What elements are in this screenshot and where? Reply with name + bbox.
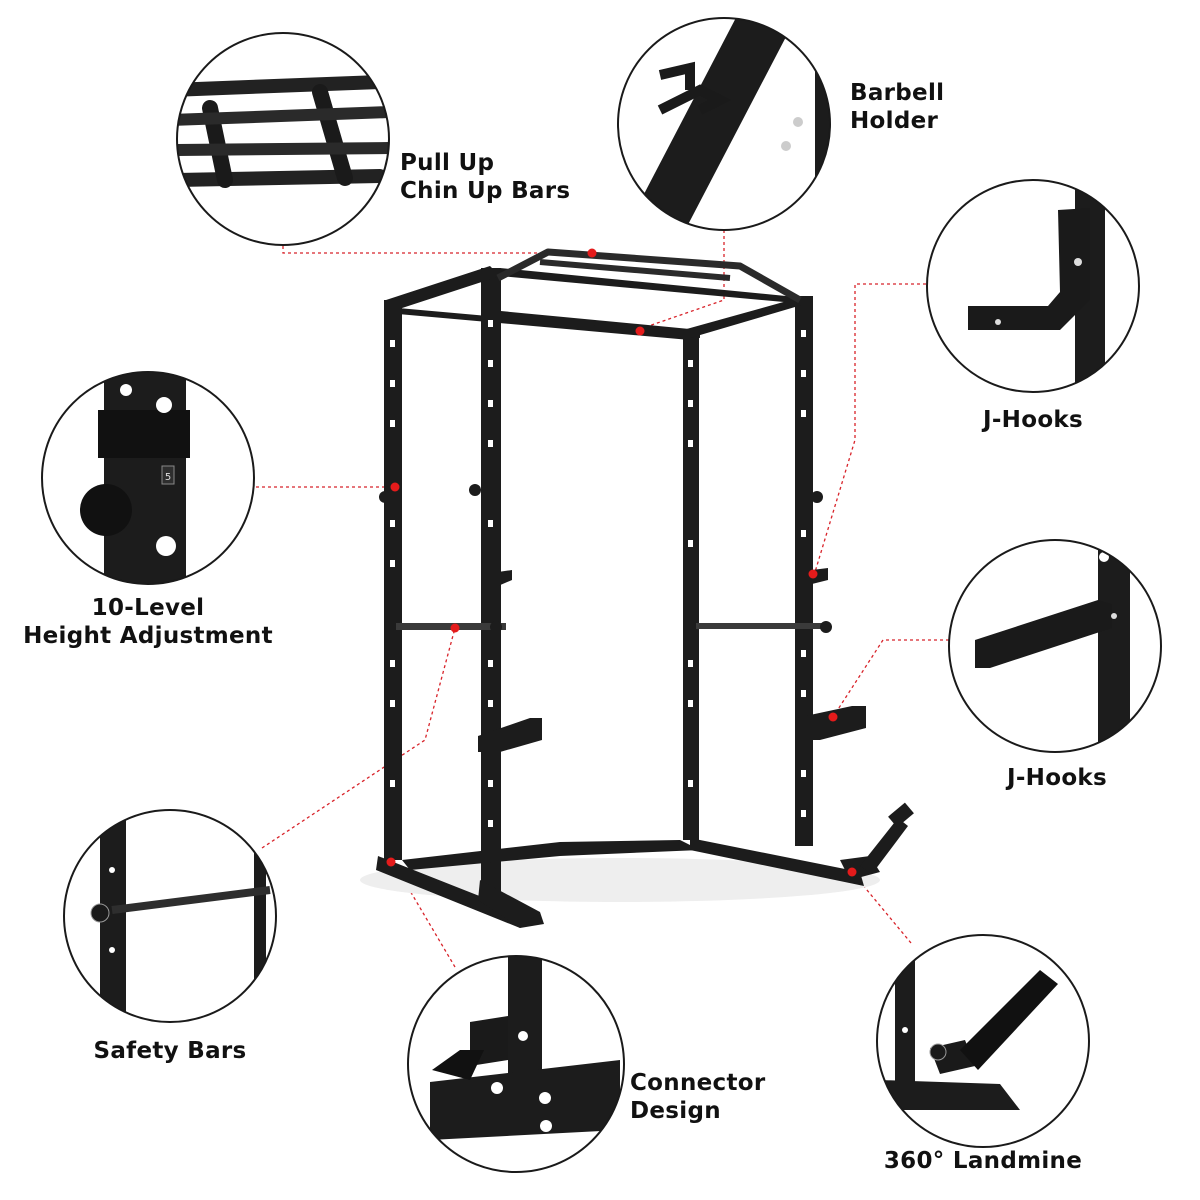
safety-bar-right	[696, 623, 826, 629]
label-barbell-line-1: Barbell	[850, 80, 945, 106]
label-landmine-text: 360° Landmine	[883, 1148, 1083, 1174]
detail-circle-landmine	[876, 934, 1090, 1148]
label-connector-design: Connector Design	[630, 1069, 766, 1125]
back-left-upright	[683, 330, 699, 840]
callout-line-connector	[392, 861, 456, 968]
label-height-adjustment: 10-Level Height Adjustment	[18, 594, 278, 650]
label-landmine: 360° Landmine	[870, 1147, 1096, 1175]
label-connector-line-1: Connector	[630, 1070, 766, 1096]
upright-holes	[390, 320, 806, 827]
hole-number-label: 5	[165, 472, 171, 483]
callout-line-jhooks-lower	[832, 639, 949, 718]
label-safety-text: Safety Bars	[93, 1038, 247, 1064]
label-j-hooks-lower-text: J-Hooks	[1006, 765, 1108, 791]
spotter-arm-left	[478, 718, 542, 752]
label-j-hooks-upper-text: J-Hooks	[982, 407, 1084, 433]
callout-line-safety	[261, 627, 456, 849]
detail-circle-safety-bars	[63, 809, 277, 1023]
back-right-upright	[795, 296, 813, 846]
callout-line-pull-up	[282, 246, 592, 254]
label-j-hooks-lower: J-Hooks	[987, 764, 1127, 792]
label-safety-bars: Safety Bars	[70, 1037, 270, 1065]
label-height-line-2: Height Adjustment	[23, 623, 273, 649]
top-right-beam	[683, 296, 812, 338]
base-back	[402, 840, 700, 870]
top-back-beam	[500, 268, 806, 304]
label-pull-up-chin-up-bars: Pull Up Chin Up Bars	[400, 149, 570, 205]
detail-circle-barbell-holder	[617, 17, 831, 231]
top-left-back-beam	[398, 308, 690, 340]
detail-circle-j-hooks-lower	[948, 539, 1162, 753]
top-left-beam	[386, 266, 500, 310]
spotter-arm-right	[796, 706, 866, 740]
callout-line-barbell	[639, 230, 725, 330]
pull-up-bar	[496, 248, 802, 304]
label-j-hooks-upper: J-Hooks	[963, 406, 1103, 434]
detail-circle-pull-up	[176, 32, 390, 246]
base-front-right	[478, 880, 540, 928]
detail-circle-connector-design	[407, 955, 625, 1173]
base-right	[690, 838, 864, 886]
label-barbell-line-2: Holder	[850, 108, 939, 134]
label-barbell-holder: Barbell Holder	[850, 79, 944, 135]
callout-dots	[386, 248, 857, 877]
label-height-line-1: 10-Level	[91, 595, 205, 621]
callout-lines	[256, 230, 949, 968]
label-connector-line-2: Design	[630, 1098, 721, 1124]
label-pull-up-line-2: Chin Up Bars	[400, 178, 571, 204]
detail-circle-height-adjustment: 5	[41, 371, 255, 585]
detail-circle-j-hooks-upper	[926, 179, 1140, 393]
label-pull-up-line-1: Pull Up	[400, 150, 495, 176]
callout-line-jhooks-upper	[814, 283, 926, 573]
power-rack	[360, 248, 914, 928]
front-left-upright	[384, 300, 402, 860]
rack-j-hook-left	[498, 570, 512, 586]
